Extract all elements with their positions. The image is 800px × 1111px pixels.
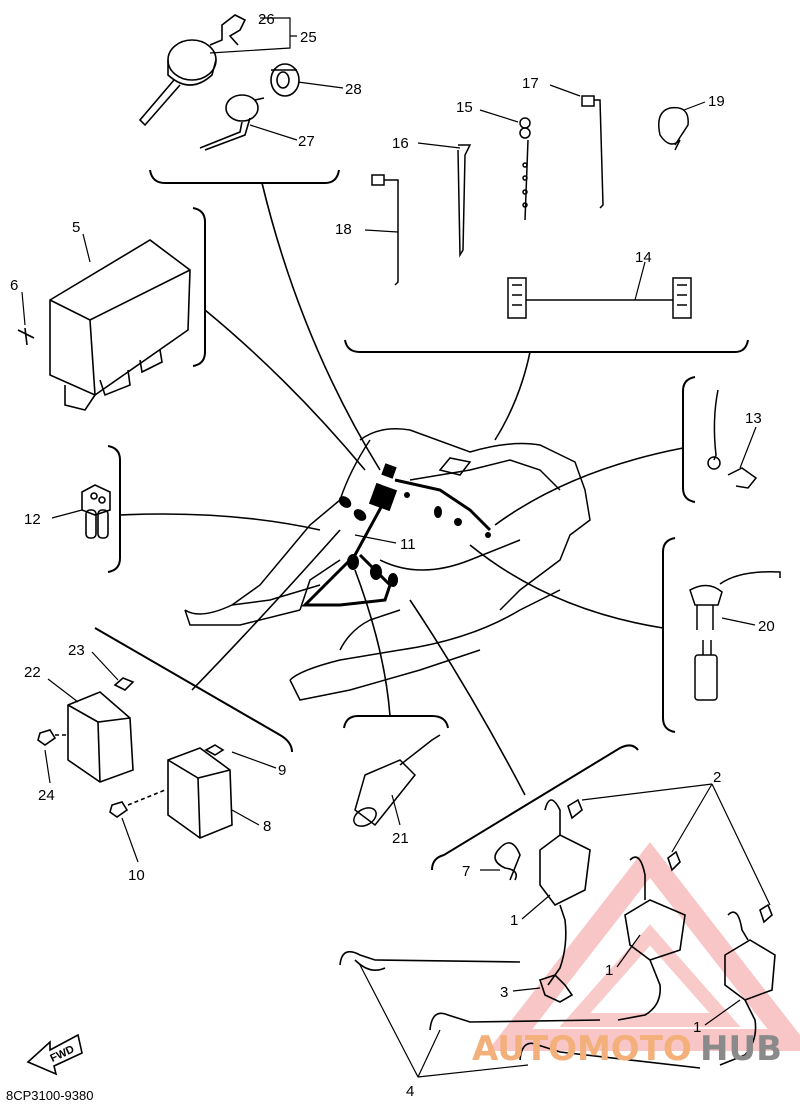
callout-labels: 26 25 28 27 5 6 12 11 16 15 17 19 18 14 …: [10, 11, 775, 1100]
label-4: 4: [406, 1083, 414, 1100]
label-25: 25: [300, 29, 317, 46]
label-12: 12: [24, 511, 41, 528]
cdi-unit: [17, 239, 191, 411]
watermark-text-automoto: AUTOMOTO: [472, 1029, 692, 1069]
watermark-text-hub: HUB: [700, 1029, 782, 1069]
label-27: 27: [298, 133, 315, 150]
label-17: 17: [522, 75, 539, 92]
label-15: 15: [456, 99, 473, 116]
label-11: 11: [400, 536, 416, 553]
lead-wires-and-sensors: [353, 389, 781, 827]
watermark-text: AUTOMOTO HUB: [472, 1029, 782, 1069]
ignition-coil-group: [339, 798, 776, 1069]
wire-harness: [301, 478, 492, 607]
frame-harness: [184, 428, 591, 701]
leader-lines: [119, 182, 684, 796]
drawing-code: 8CP3100-9380: [6, 1088, 93, 1103]
fwd-arrow: FWD: [26, 1033, 83, 1076]
label-16: 16: [392, 135, 409, 152]
label-9: 9: [278, 762, 286, 779]
label-18: 18: [335, 221, 352, 238]
label-14: 14: [635, 249, 652, 266]
label-23: 23: [68, 642, 85, 659]
label-24: 24: [38, 787, 55, 804]
label-8: 8: [263, 818, 271, 835]
group-brackets: [94, 169, 749, 871]
label-28: 28: [345, 81, 362, 98]
harness-connectors: [338, 463, 491, 587]
label-6: 6: [10, 277, 18, 294]
label-19: 19: [708, 93, 725, 110]
label-2: 2: [713, 769, 721, 786]
label-21: 21: [392, 830, 409, 847]
label-20: 20: [758, 618, 775, 635]
label-13: 13: [745, 410, 762, 427]
label-1c: 1: [693, 1019, 701, 1036]
label-1a: 1: [510, 912, 518, 929]
label-3: 3: [500, 984, 508, 1001]
main-switch-group: [138, 14, 300, 151]
callout-leaders: [21, 17, 771, 1078]
rectifier-regulator-group: [37, 677, 233, 839]
fuse-holder: [81, 484, 111, 539]
watermark-logo: [487, 842, 800, 1051]
label-22: 22: [24, 664, 41, 681]
label-26: 26: [258, 11, 275, 28]
label-10: 10: [128, 867, 145, 884]
label-5: 5: [72, 219, 80, 236]
label-7: 7: [462, 863, 470, 880]
label-1b: 1: [605, 962, 613, 979]
wiring-accessories: [371, 95, 692, 319]
